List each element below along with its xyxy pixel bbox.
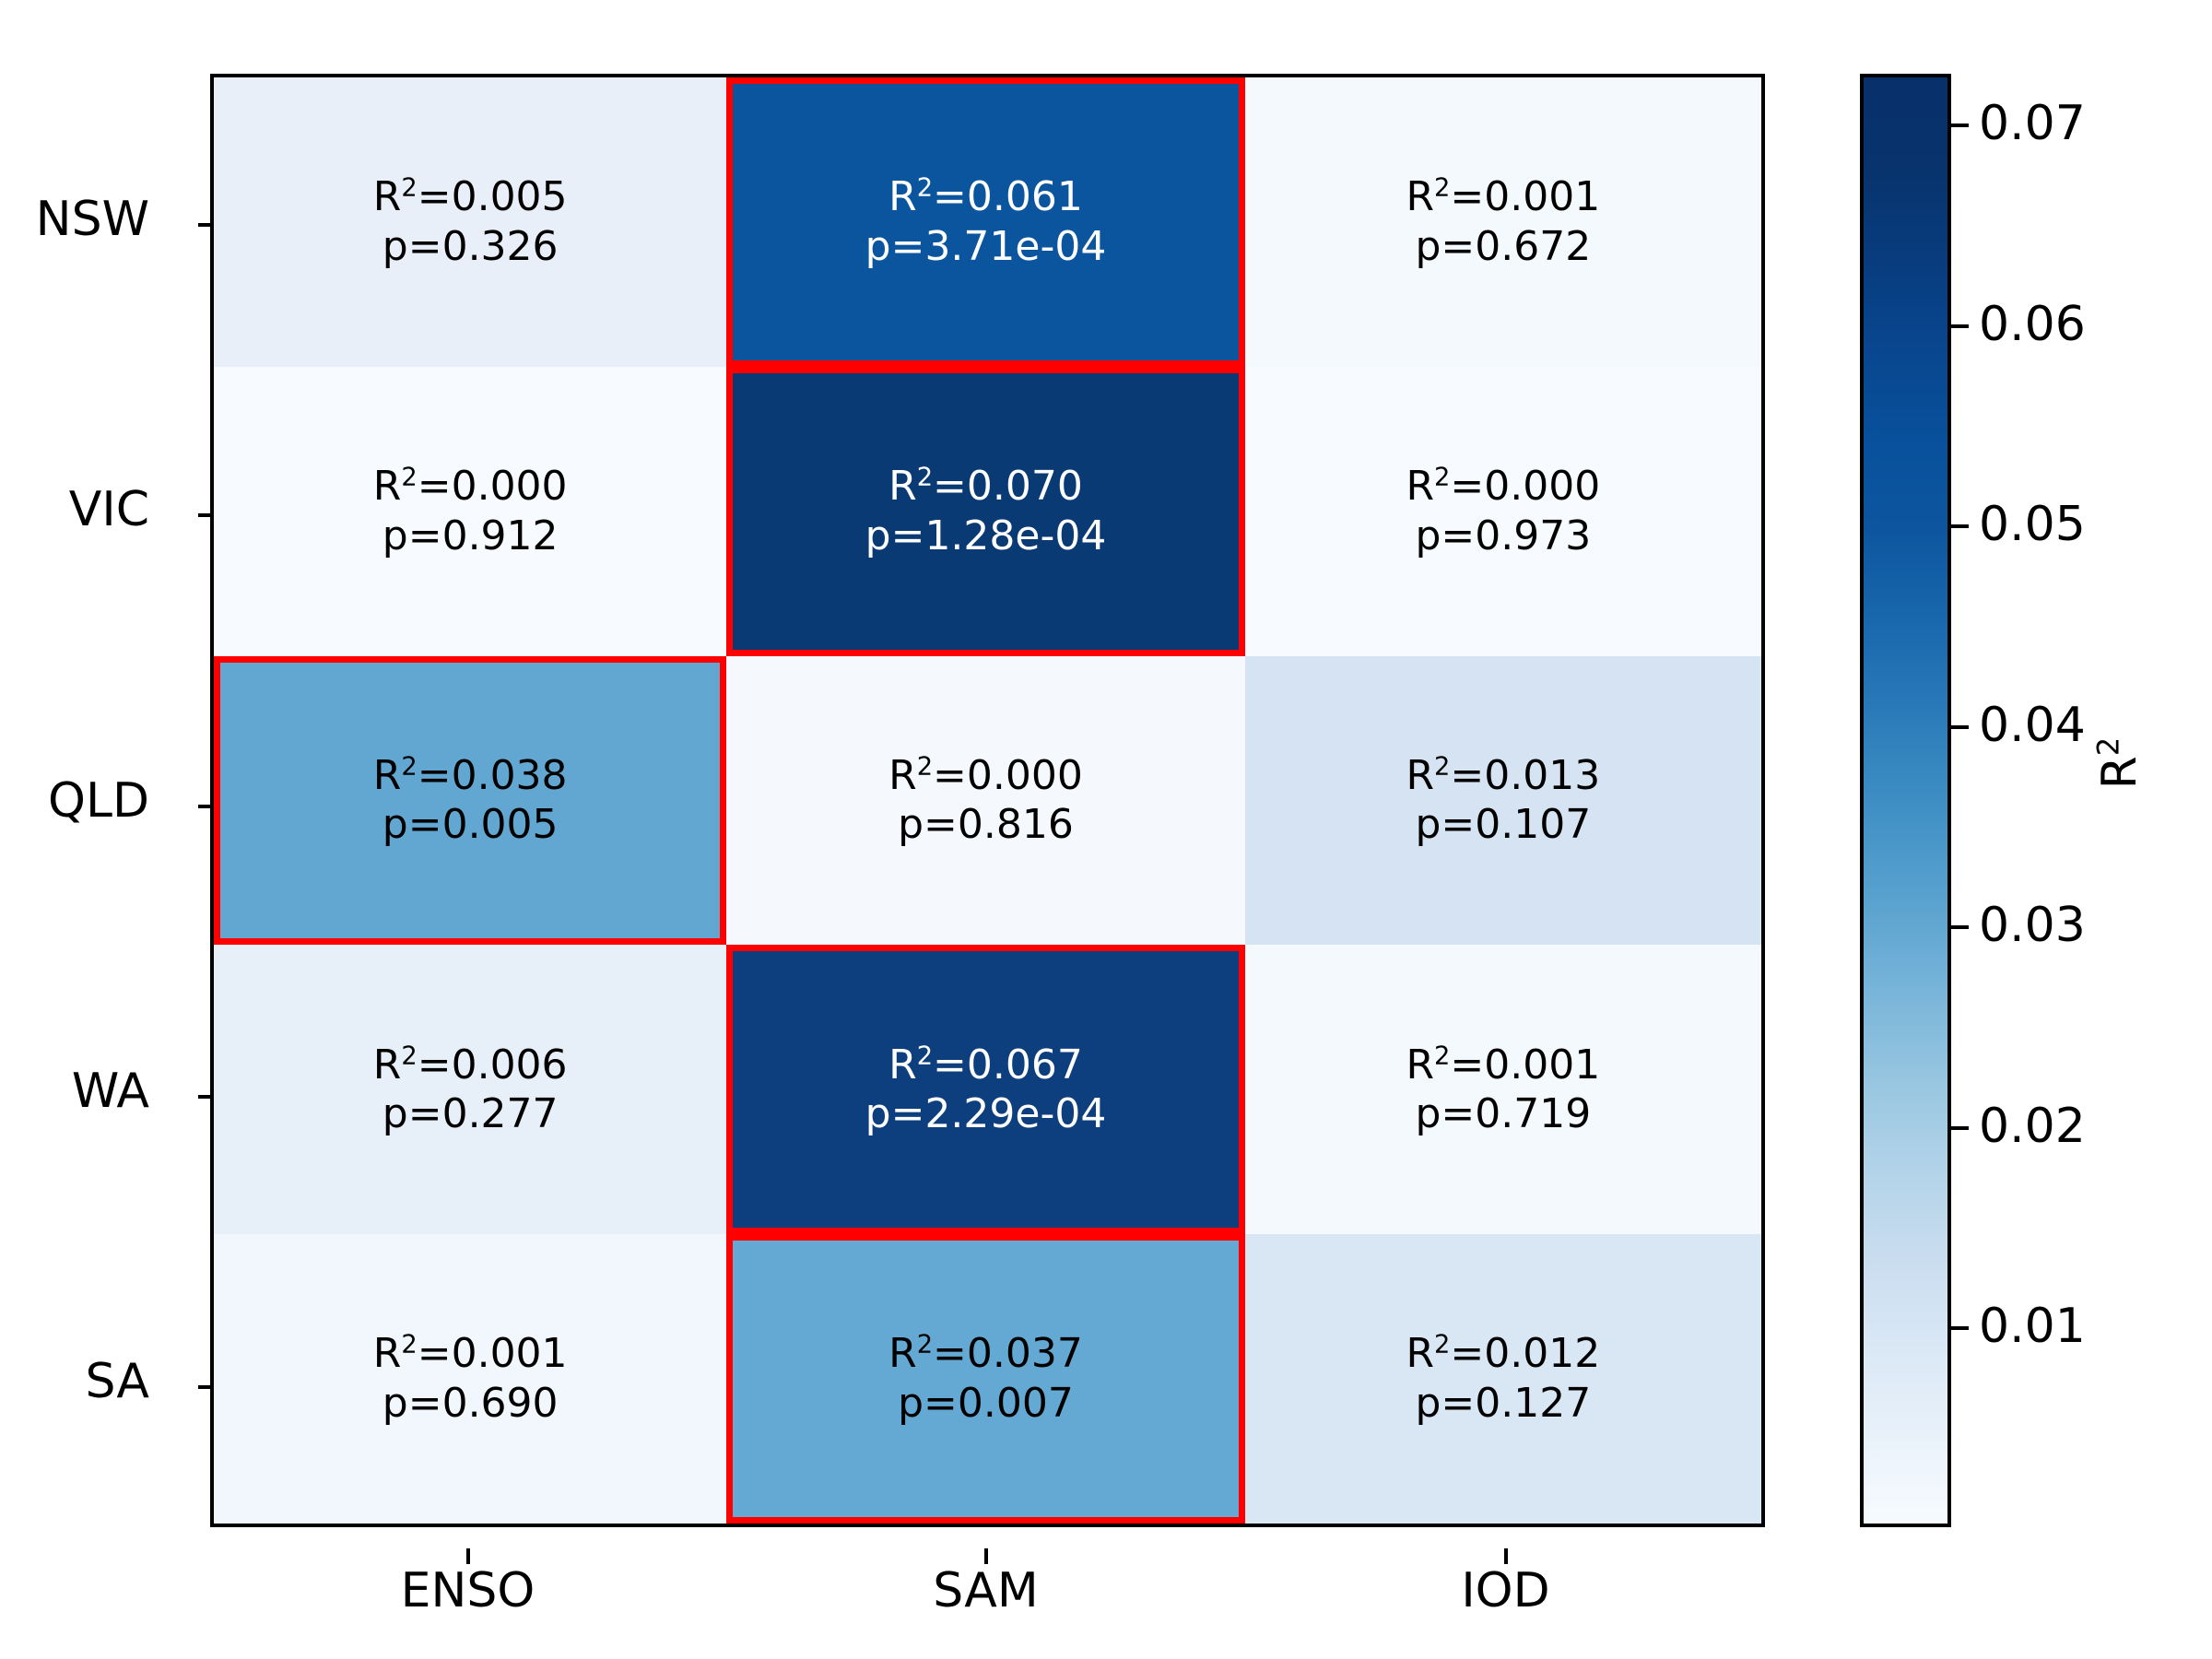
- colorbar-tick-label: 0.04: [1979, 697, 2086, 753]
- cell-r2-value: R2=0.001: [1406, 173, 1601, 221]
- x-tick-mark: [983, 1548, 988, 1564]
- y-tick-mark: [198, 222, 214, 227]
- cell-p-value: p=0.007: [898, 1380, 1074, 1428]
- colorbar: [1860, 74, 1951, 1527]
- cell-r2-value: R2=0.000: [1406, 463, 1601, 511]
- y-tick-label-sa: SA: [85, 1354, 149, 1410]
- x-axis-tick-labels: ENSO SAM IOD: [210, 1548, 1765, 1631]
- x-tick-label-enso: ENSO: [400, 1563, 535, 1618]
- colorbar-tick-mark: [1951, 724, 1969, 729]
- colorbar-tick-label: 0.03: [1979, 898, 2086, 954]
- x-tick-mark: [1503, 1548, 1508, 1564]
- colorbar-tick-label: 0.06: [1979, 296, 2086, 352]
- y-tick-mark: [198, 1094, 214, 1099]
- colorbar-tick-mark: [1951, 1326, 1969, 1331]
- y-tick-mark: [198, 1385, 214, 1390]
- cell-r2-value: R2=0.038: [372, 751, 568, 799]
- cell-r2-value: R2=0.001: [372, 1330, 568, 1378]
- cell-p-value: p=0.690: [382, 1380, 559, 1428]
- x-tick-mark: [465, 1548, 470, 1564]
- cell-p-value: p=0.127: [1415, 1380, 1592, 1428]
- x-tick-label-sam: SAM: [933, 1563, 1039, 1618]
- cell-p-value: p=0.719: [1415, 1090, 1592, 1138]
- cell-p-value: p=0.816: [898, 801, 1074, 849]
- cell-r2-value: R2=0.070: [888, 463, 1083, 511]
- y-tick-mark: [198, 513, 214, 518]
- colorbar-tick-mark: [1951, 925, 1969, 930]
- colorbar-tick-labels: 0.07 0.06 0.05 0.04 0.03 0.02 0.01: [1951, 74, 2209, 1527]
- cell-p-value: p=0.973: [1415, 512, 1592, 559]
- cell-r2-value: R2=0.012: [1406, 1330, 1601, 1378]
- cell-r2-value: R2=0.005: [372, 173, 568, 221]
- colorbar-tick-label: 0.05: [1979, 497, 2086, 553]
- cell-r2-value: R2=0.006: [372, 1041, 568, 1088]
- y-tick-label-wa: WA: [71, 1063, 149, 1119]
- cell-p-value: p=0.005: [382, 801, 559, 849]
- cell-p-value: p=1.28e-04: [865, 512, 1107, 559]
- colorbar-title-base: R: [2092, 756, 2147, 790]
- cell-p-value: p=0.912: [382, 512, 559, 559]
- y-tick-mark: [198, 804, 214, 808]
- cell-r2-value: R2=0.000: [372, 463, 568, 511]
- colorbar-title: R2: [2090, 736, 2147, 790]
- colorbar-gradient: [1864, 77, 1947, 1524]
- colorbar-tick-label: 0.02: [1979, 1098, 2086, 1154]
- x-tick-label-iod: IOD: [1461, 1563, 1550, 1618]
- cell-p-value: p=0.107: [1415, 801, 1592, 849]
- colorbar-tick-mark: [1951, 124, 1969, 128]
- y-tick-label-qld: QLD: [48, 772, 149, 829]
- colorbar-tick-label: 0.07: [1979, 96, 2086, 152]
- colorbar-tick-label: 0.01: [1979, 1299, 2086, 1355]
- colorbar-tick-mark: [1951, 1125, 1969, 1130]
- y-tick-label-vic: VIC: [68, 482, 149, 538]
- y-tick-label-nsw: NSW: [35, 191, 149, 247]
- cell-r2-value: R2=0.061: [888, 173, 1083, 221]
- cell-p-value: p=3.71e-04: [865, 222, 1107, 270]
- y-axis-tick-labels: NSW VIC QLD WA SA: [0, 74, 181, 1527]
- colorbar-title-superscript: 2: [2090, 736, 2126, 757]
- cell-p-value: p=0.277: [382, 1090, 559, 1138]
- cell-r2-value: R2=0.067: [888, 1041, 1083, 1088]
- colorbar-tick-mark: [1951, 524, 1969, 529]
- cell-p-value: p=2.29e-04: [865, 1090, 1107, 1138]
- cell-r2-value: R2=0.000: [888, 751, 1083, 799]
- colorbar-tick-mark: [1951, 324, 1969, 328]
- cell-r2-value: R2=0.001: [1406, 1041, 1601, 1088]
- cell-r2-value: R2=0.037: [888, 1330, 1083, 1378]
- cell-p-value: p=0.326: [382, 222, 559, 270]
- cell-r2-value: R2=0.013: [1406, 751, 1601, 799]
- cell-p-value: p=0.672: [1415, 222, 1592, 270]
